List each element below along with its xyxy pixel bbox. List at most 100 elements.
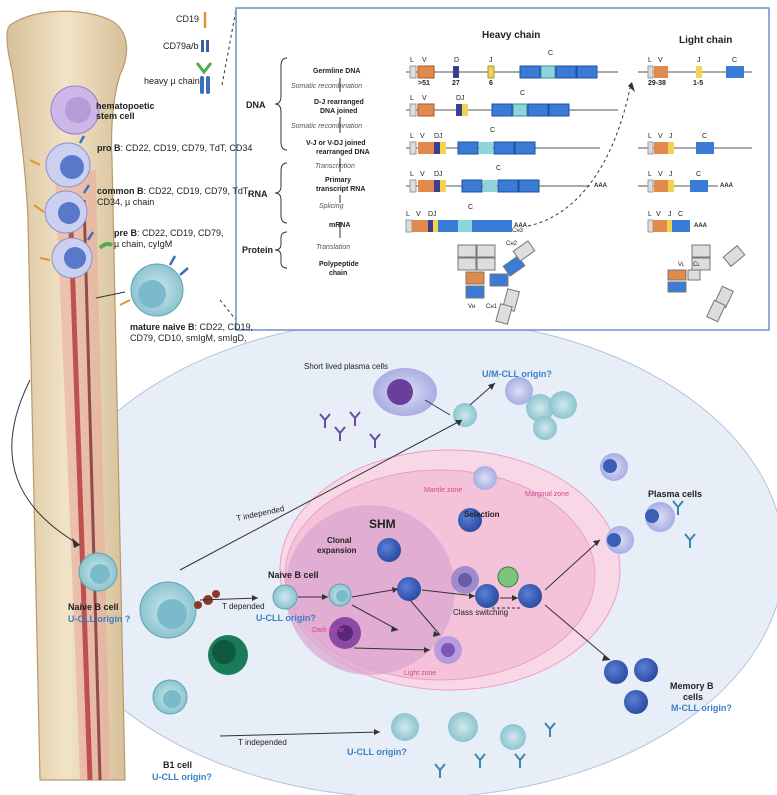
label-t-indep-2: T independed — [238, 738, 287, 747]
label-selection: Selection — [464, 510, 500, 519]
centroblast-1 — [377, 538, 401, 562]
label-translation: Translation — [316, 244, 351, 251]
light-J-5: J — [668, 211, 672, 218]
label-b1-ucll: U-CLL origin? — [152, 772, 212, 782]
light-L: L — [648, 57, 652, 64]
gene-V-4: V — [420, 171, 425, 178]
label-ch1: Cʜ1 — [486, 304, 497, 310]
heavy-chain-title: Heavy chain — [482, 30, 541, 41]
light-C: C — [732, 57, 738, 64]
light-chain-genes — [638, 65, 752, 233]
label-hsc: hematopoetic stem cell — [96, 101, 155, 122]
label-mrna: mRNA — [329, 222, 351, 229]
label-mature-b: mature naive B: CD22, CD19, — [130, 322, 254, 332]
light-L-3: L — [648, 133, 652, 140]
centroblast-2 — [397, 577, 421, 601]
label-pre-b: pre B: CD22, CD19, CD79, — [114, 228, 224, 238]
label-dark-zone: Dark zone — [312, 627, 344, 634]
heavy-chain-genes — [405, 65, 618, 233]
count-d: 27 — [452, 80, 460, 87]
label-clonal-2: expansion — [317, 546, 357, 555]
gene-DJ-2: DJ — [456, 95, 465, 102]
label-vj-2: rearranged DNA — [316, 149, 370, 156]
label-pre-b-2: µ chain, cyIgM — [114, 239, 173, 249]
count-j: 6 — [489, 80, 493, 87]
label-somatic-1: Somatic recombination — [291, 83, 363, 90]
gene-C: C — [548, 50, 554, 57]
label-class-switch: Class switching — [453, 608, 509, 617]
label-shm: SHM — [369, 517, 396, 531]
label-splicing: Splicing — [319, 203, 344, 210]
label-poly-1: Polypeptide — [319, 261, 359, 268]
label-dj-1: D-J rearranged — [314, 99, 364, 106]
label-t-depended: T depended — [222, 602, 265, 611]
gene-C-3: C — [490, 127, 496, 134]
label-poly-2: chain — [329, 270, 348, 277]
gene-L-3: L — [410, 133, 414, 140]
label-ucll-2: U-CLL origin? — [256, 613, 316, 623]
b1-plasma-2 — [448, 712, 478, 742]
label-cl: Cʟ — [693, 262, 700, 268]
label-primary-2: transcript RNA — [316, 186, 366, 193]
label-dj-2: DNA joined — [320, 108, 358, 115]
memory-b-cell-1 — [604, 660, 628, 684]
label-plasma: Plasma cells — [648, 489, 703, 499]
ucll-cell-top-2 — [473, 466, 497, 490]
label-germline: Germline DNA — [313, 68, 361, 75]
gene-DJ-4: DJ — [434, 171, 443, 178]
label-umcll: U/M-CLL origin? — [482, 369, 552, 379]
legend-cd79: CD79a/b — [163, 41, 199, 51]
label-common-b: common B: CD22, CD19, CD79, TdT, — [97, 186, 250, 196]
label-memory-1: Memory B — [670, 681, 714, 691]
umcll-cluster-3 — [549, 391, 577, 419]
umcll-cluster-1 — [505, 377, 533, 405]
label-mantle: Mantle zone — [424, 487, 463, 494]
light-V-3: V — [658, 133, 663, 140]
label-transcription: Transcription — [315, 163, 355, 170]
gene-DJ-5: DJ — [428, 211, 437, 218]
gene-V: V — [422, 57, 427, 64]
gene-L-4: L — [410, 171, 414, 178]
legend-heavy-mu: heavy µ chain — [144, 76, 200, 86]
legend-icons — [195, 12, 213, 94]
light-V: V — [658, 57, 663, 64]
gene-DJ-3: DJ — [434, 133, 443, 140]
label-short-lived: Short lived plasma cells — [304, 362, 389, 371]
gene-V-3: V — [420, 133, 425, 140]
gene-L: L — [410, 57, 414, 64]
label-marginal: Marginal zone — [525, 491, 569, 498]
light-polya-5: AAA — [694, 223, 707, 229]
gene-C-5: C — [468, 204, 474, 211]
light-count-v: 29-38 — [648, 80, 666, 87]
label-ucll-3: U-CLL origin? — [347, 747, 407, 757]
label-naive-b-cell: Naive B cell — [68, 602, 119, 612]
label-pro-b: pro B: CD22, CD19, CD79, TdT, CD34 — [97, 143, 253, 153]
gene-V-5: V — [416, 211, 421, 218]
class-switch-cell — [518, 584, 542, 608]
label-mcll: M-CLL origin? — [671, 703, 732, 713]
umcll-cluster-2 — [526, 394, 554, 422]
gene-J: J — [489, 57, 493, 64]
label-naive-b-2: Naive B cell — [268, 570, 319, 580]
centroblast-4 — [458, 508, 482, 532]
label-mature-b-2: CD79, CD10, smIgM, smIgD, — [130, 333, 247, 343]
antibody-heavy — [457, 240, 536, 325]
label-rna: RNA — [248, 189, 268, 199]
light-chain-title: Light chain — [679, 35, 733, 46]
label-vj-1: V-J or V-DJ joined — [306, 140, 366, 147]
light-polya-4: AAA — [720, 183, 733, 189]
light-count-j: 1-5 — [693, 80, 704, 87]
label-b1: B1 cell — [163, 760, 193, 770]
antibody-light — [667, 244, 746, 323]
light-J-4: J — [669, 171, 673, 178]
umcll-cluster-4 — [533, 416, 557, 440]
light-C-5: C — [678, 211, 684, 218]
label-dna: DNA — [246, 100, 266, 110]
gene-C-2: C — [520, 90, 526, 97]
label-ch2: Cʜ2 — [506, 241, 517, 247]
count-v: >51 — [418, 80, 430, 87]
light-J-3: J — [669, 133, 673, 140]
label-ch3: Cʜ3 — [512, 228, 523, 234]
light-L-4: L — [648, 171, 652, 178]
